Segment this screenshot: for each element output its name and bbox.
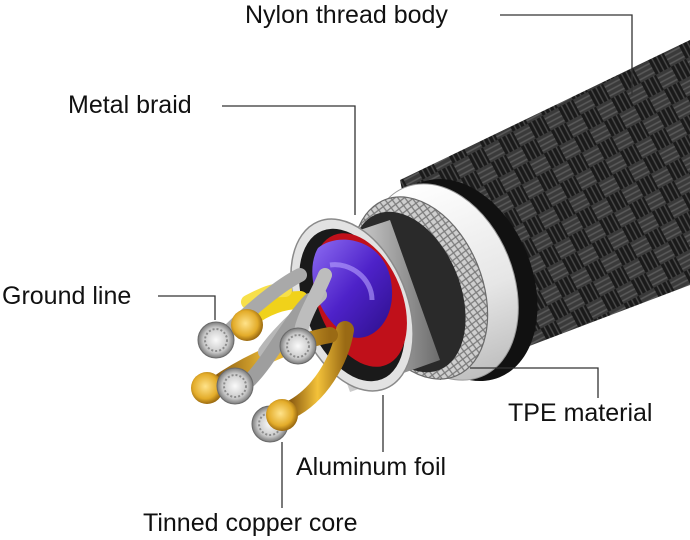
- ground-leader-line: [158, 295, 216, 320]
- metal-braid-label: Metal braid: [68, 91, 192, 119]
- aluminum-foil-label: Aluminum foil: [296, 453, 447, 481]
- braid-leader-line: [222, 105, 356, 215]
- wire-end-faces: [191, 309, 317, 443]
- tinned-copper-core-label: Tinned copper core: [143, 509, 358, 537]
- tpe-leader-line: [470, 367, 599, 398]
- tpe-material-label: TPE material: [508, 399, 653, 427]
- ground-line-label: Ground line: [2, 282, 132, 310]
- nylon-leader-line: [500, 14, 633, 95]
- leader-lines: [158, 14, 633, 508]
- nylon-thread-body-label: Nylon thread body: [245, 1, 448, 29]
